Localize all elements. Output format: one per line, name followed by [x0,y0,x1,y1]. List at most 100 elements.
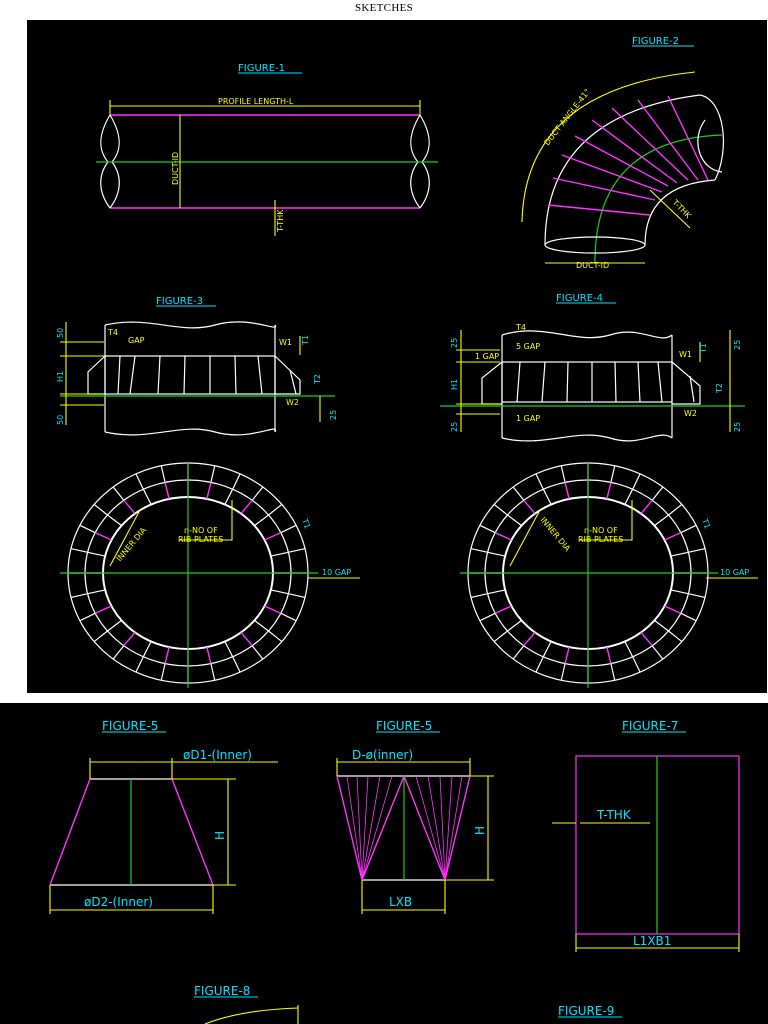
rib-segment [680,612,697,622]
figure-7-caption: FIGURE-7 [622,719,678,733]
rib-plate [224,641,234,658]
rib-plate [240,631,253,647]
rib-plate [240,499,253,515]
rib-plate [87,551,106,557]
rib-segment [70,593,88,599]
rib-plate [254,619,269,632]
svg-text:1 GAP: 1 GAP [516,414,540,423]
figure-7: FIGURE-7 T-THK L1XB1 [552,719,740,952]
rib-plate [487,589,506,595]
figure-5: FIGURE-5 øD1-(Inner) H øD2-(Inner) [49,719,278,914]
rib-segment [232,656,241,673]
rib-plate [564,646,570,664]
svg-text:n-NO OF: n-NO OF [584,526,618,535]
svg-text:H1: H1 [56,371,65,382]
rib-plate [123,631,136,647]
fan-line [361,775,393,881]
svg-text:50: 50 [56,328,65,338]
rib-segment [479,612,496,622]
fan-line [444,775,463,881]
rib-plate [640,499,653,515]
rib-segment [210,465,216,483]
duct-angle-label: DUCT ANGLE-41° [542,87,592,147]
figure-5-bottom-label: øD2-(Inner) [84,895,153,909]
rib-segment [70,547,88,553]
rib-segment [280,524,297,534]
rib-segment [268,630,283,643]
figure-9: FIGURE-9 [558,1004,622,1018]
rib-segment [251,645,264,660]
rib-plate [164,646,170,664]
rib-segment [160,465,166,483]
svg-text:H1: H1 [450,379,459,390]
svg-text:25: 25 [329,410,338,420]
rib-plate [264,532,282,541]
svg-text:W1: W1 [279,338,292,347]
rib-segment [535,656,544,673]
rib-segment [288,593,306,599]
rib-plate [254,514,269,527]
rib-plate [224,488,234,505]
figure-6: FIGURE-5 D-ø(inner) H LXB [336,719,494,914]
svg-text:INNER DIA: INNER DIA [538,516,572,554]
svg-text:10 GAP: 10 GAP [322,568,351,577]
ring-right: INNER DIA n-NO OF RIB PLATES T1 10 GAP [460,462,758,688]
rib-plate [624,488,634,505]
elbow-centerline [594,134,723,263]
rib-plate [270,589,289,595]
svg-text:n-NO OF: n-NO OF [184,526,218,535]
fan-line [346,775,363,881]
figure-3-caption: FIGURE-3 [156,296,203,307]
rib-plate [664,605,682,614]
fan-line [439,775,446,881]
rib-plate [487,551,506,557]
rib-segment [688,593,706,599]
rib-segment [688,547,706,553]
svg-text:W1: W1 [679,350,692,359]
svg-text:T1: T1 [301,335,310,346]
svg-text:25: 25 [450,338,459,348]
elbow-duct-id-label: DUCT-ID [576,261,609,270]
rib-segment [135,473,144,490]
rib-plate [507,619,522,632]
rib-plate [523,631,536,647]
rib-segment [610,465,616,483]
svg-text:RIB PLATES: RIB PLATES [578,535,623,544]
rib-plate [142,641,152,658]
fan-line [444,775,453,881]
rib-plate [670,551,689,557]
rib-segment [470,593,488,599]
rib-segment [79,524,96,534]
svg-text:25: 25 [450,422,459,432]
rib-plate [640,631,653,647]
svg-text:W2: W2 [286,398,299,407]
rib-segment [668,503,683,516]
figure-4: FIGURE-4 25 H1 25 T4 5 GAP 1 GAP 1 GAP W… [440,293,745,442]
rib-plate [664,532,682,541]
elbow-bottom-end [544,236,646,254]
svg-text:5 GAP: 5 GAP [516,342,540,351]
figure-7-bottom-label: L1XB1 [633,934,671,948]
rib-segment [651,486,664,501]
rib-plate [523,499,536,515]
svg-text:10 GAP: 10 GAP [720,568,749,577]
rib-plate [107,619,122,632]
figure-6-height-label: H [473,826,487,835]
rib-segment [610,663,616,681]
fan-line [415,775,446,881]
flange-band [104,355,276,395]
figure-7-thk-label: T-THK [596,808,632,822]
figure-1-caption: FIGURE-1 [238,63,285,74]
rib-segment [680,524,697,534]
rib-segment [668,630,683,643]
svg-text:T1: T1 [700,517,712,530]
svg-text:T2: T2 [313,374,322,385]
rib-segment [512,645,525,660]
page-title: SKETCHES [354,2,414,14]
svg-text:1 GAP: 1 GAP [475,352,499,361]
rib-plate [142,488,152,505]
rib-plate [206,646,212,664]
rib-plate [494,532,512,541]
rib-plate [564,482,570,500]
